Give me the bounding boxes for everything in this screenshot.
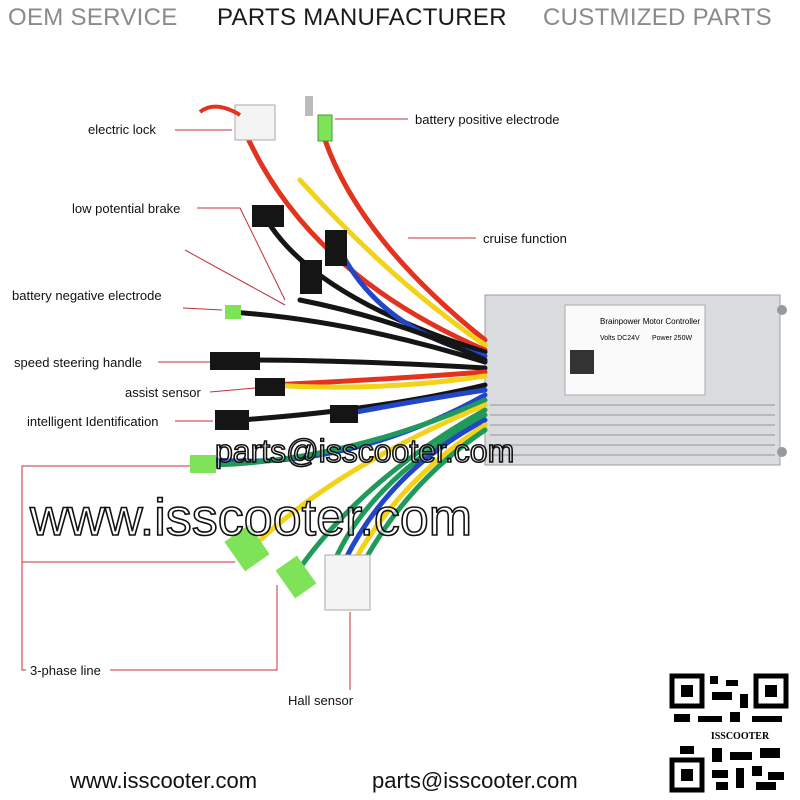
controller-title: Brainpower Motor Controller (600, 317, 700, 326)
label-assist-sensor: assist sensor (125, 385, 202, 400)
label-speed-handle: speed steering handle (14, 355, 142, 370)
label-electric-lock: electric lock (88, 122, 156, 137)
label-battery-positive: battery positive electrode (415, 112, 560, 127)
watermark-email: parts@isscooter.com (215, 433, 514, 469)
identification-connector (215, 410, 249, 430)
controller-power: Power 250W (652, 335, 692, 342)
phase-connector-2 (224, 524, 270, 572)
label-three-phase: 3-phase line (30, 663, 101, 678)
watermark-website: www.isscooter.com (29, 489, 472, 547)
header-parts-manufacturer: PARTS MANUFACTURER (217, 4, 507, 31)
footer-website: www.isscooter.com (70, 768, 258, 793)
cruise-connector (325, 230, 347, 266)
brake-connector (252, 205, 284, 227)
label-cruise: cruise function (483, 231, 567, 246)
label-hall-sensor: Hall sensor (288, 693, 354, 708)
speed-handle-connector (210, 352, 260, 370)
qr-code: ISSCOOTER (668, 672, 790, 794)
phase-connector-1 (190, 455, 216, 473)
electric-lock-connector (234, 104, 276, 141)
label-battery-negative: battery negative electrode (12, 288, 162, 303)
footer-email: parts@isscooter.com (372, 768, 578, 793)
phase-connector-3 (275, 555, 317, 599)
controller-volts: Volts DC24V (600, 335, 640, 342)
assist-sensor-connector (255, 378, 285, 396)
header-customized-parts: CUSTMIZED PARTS (543, 4, 772, 31)
label-intelligent-id: intelligent Identification (27, 414, 159, 429)
connectors (190, 96, 371, 611)
hall-sensor-connector (324, 554, 371, 611)
label-low-brake: low potential brake (72, 201, 180, 216)
leader-lines (21, 118, 476, 690)
controller-qr-icon (570, 350, 594, 374)
battery-negative-connector (225, 305, 241, 319)
battery-positive-connector (317, 114, 333, 142)
qr-caption: ISSCOOTER (711, 731, 770, 742)
motor-controller: Brainpower Motor Controller Volts DC24V … (484, 294, 787, 466)
header-oem-service: OEM SERVICE (8, 4, 178, 31)
